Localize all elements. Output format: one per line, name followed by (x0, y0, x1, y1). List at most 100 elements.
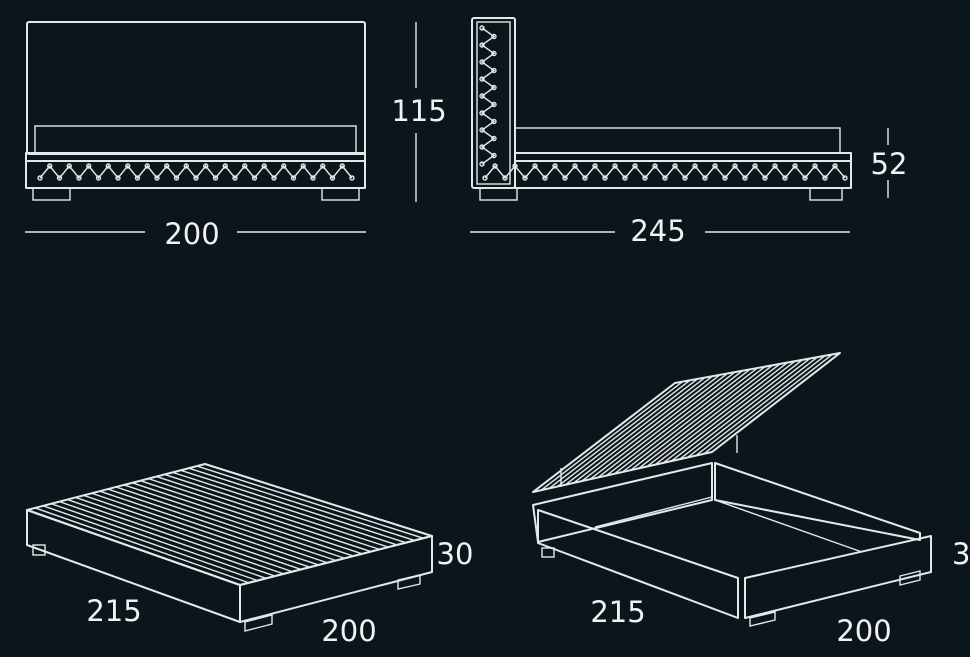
foot (32, 544, 46, 556)
slat (83, 494, 302, 571)
slat (148, 477, 372, 553)
tuft-button (832, 163, 838, 169)
tuft-button (652, 163, 658, 169)
mattress (34, 125, 357, 154)
tuft-button (479, 59, 485, 65)
slat (140, 480, 363, 555)
foot (899, 570, 921, 586)
headboard-inner (476, 21, 511, 185)
tuft-button (320, 163, 326, 169)
tuft-button (752, 163, 758, 169)
tuft-button (310, 175, 316, 181)
tuft-button (193, 175, 199, 181)
slat (630, 366, 766, 471)
foot (244, 614, 273, 632)
tuft-button (492, 163, 498, 169)
tuft-button (479, 76, 485, 82)
frame-band (514, 152, 852, 162)
tuft-button (125, 163, 131, 169)
slat (540, 381, 683, 491)
slat (581, 374, 721, 482)
tuft-button (662, 175, 668, 181)
tuft-button (562, 175, 568, 181)
tuft-button (115, 175, 121, 181)
slat (654, 361, 788, 466)
slat (59, 500, 276, 577)
tuft-button (329, 175, 336, 181)
tuft-button (491, 84, 497, 91)
tuft-button (742, 175, 748, 181)
tuft-button (732, 163, 738, 169)
slatted-base: 215 200 30 (26, 463, 474, 648)
height-label: 30 (437, 537, 474, 571)
tuft-button (339, 163, 345, 169)
tuft-button (532, 163, 538, 169)
slat (573, 375, 713, 484)
tuft-button (712, 163, 718, 169)
slat (107, 488, 328, 564)
tuft-button (542, 175, 548, 181)
slat (556, 378, 698, 488)
tuft-button (682, 175, 688, 181)
slat (548, 379, 691, 489)
slat (123, 484, 345, 559)
slat (646, 363, 781, 468)
slat (115, 486, 337, 562)
frame-base (25, 160, 366, 189)
tuft-button (722, 175, 728, 181)
height-label: 3 (952, 537, 970, 571)
slats (540, 353, 833, 491)
tuft-button (105, 163, 111, 169)
slat (662, 360, 796, 464)
tuft-button (491, 152, 497, 159)
slat (99, 490, 319, 566)
box-inner-edge (714, 499, 863, 553)
base-side-short (239, 535, 433, 623)
width-label: 200 (321, 614, 376, 648)
tuft-button (37, 175, 43, 181)
headboard (26, 21, 366, 155)
tuft-button (232, 175, 238, 181)
foot (809, 187, 843, 201)
tuft-button (792, 163, 798, 169)
tuft-button (203, 163, 209, 169)
foot (32, 187, 71, 201)
tuft-button (491, 33, 497, 40)
tuft-button (612, 163, 618, 169)
length-label: 215 (590, 595, 645, 629)
tuft-button (642, 175, 648, 181)
tuft-button (502, 175, 508, 181)
tuft-button (491, 118, 497, 125)
tuft-button (802, 175, 808, 181)
tuft-button (164, 163, 170, 169)
tuft-button (479, 110, 485, 116)
tuft-button (702, 175, 708, 181)
tufting-pattern (482, 163, 848, 181)
tuft-button (822, 175, 828, 181)
tufting-pattern (37, 163, 355, 181)
tuft-button (134, 175, 141, 181)
foot (541, 547, 555, 558)
tuft-button (281, 163, 287, 169)
slat (589, 372, 728, 480)
tuft-button (582, 175, 588, 181)
tuft-button (212, 175, 219, 181)
slat (622, 367, 758, 473)
tuft-button (622, 175, 628, 181)
tuft-button (290, 175, 297, 181)
tuft-button (349, 175, 355, 181)
tuft-button (479, 25, 485, 31)
tuft-button (76, 175, 82, 181)
tuft-button (491, 101, 497, 108)
tuft-button (86, 163, 92, 169)
side-view: 245 52 (470, 17, 907, 248)
box-right-wall (714, 462, 921, 541)
tuft-button (491, 67, 497, 74)
tuft-button (602, 175, 608, 181)
slat (131, 482, 354, 557)
tuft-button (154, 175, 160, 181)
foot (321, 187, 360, 201)
foot (397, 574, 421, 590)
slat (172, 471, 398, 546)
